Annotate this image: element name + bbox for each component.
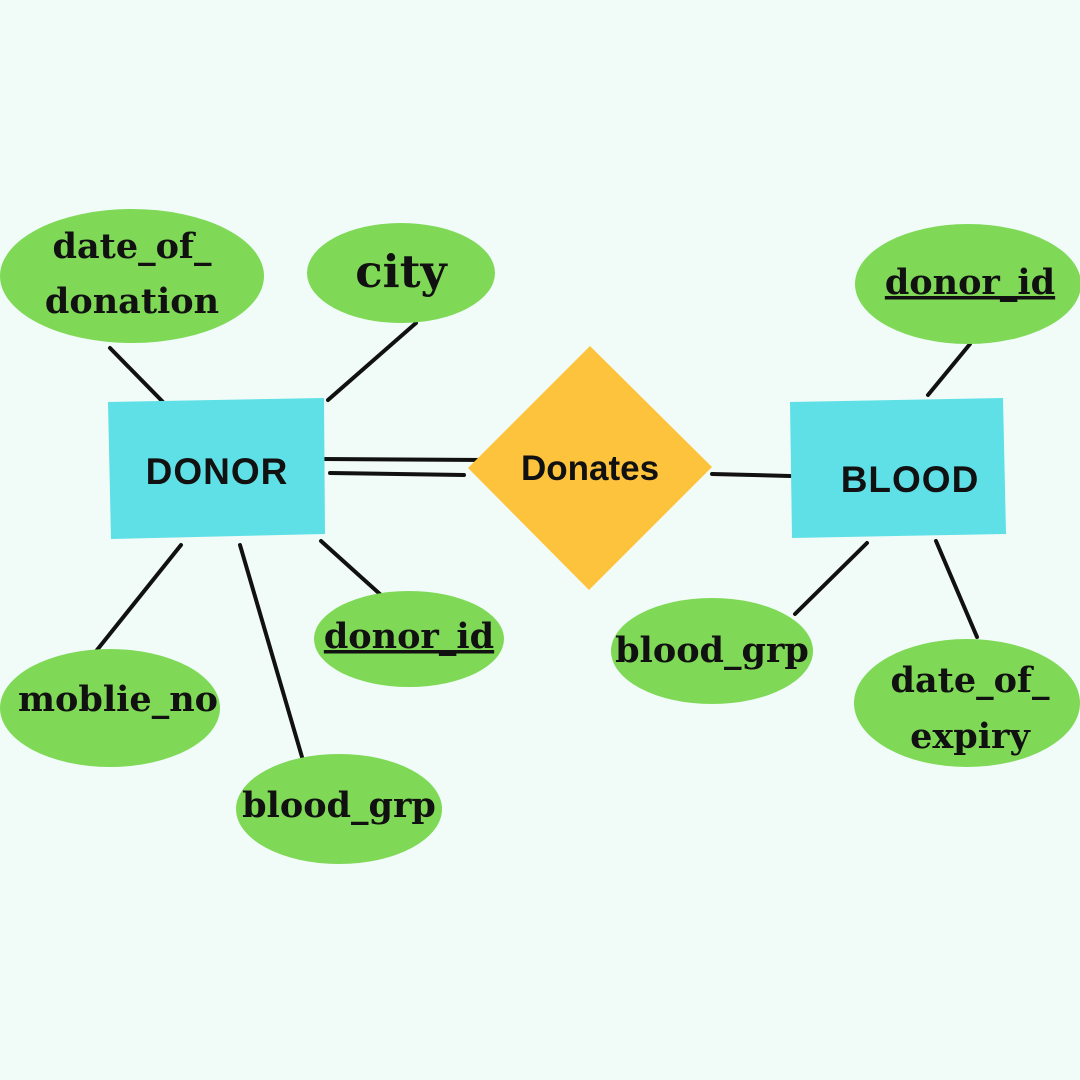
line-blood-donor-id [926,342,972,397]
line-donor-city [326,321,418,402]
attribute-label-key: donor_id [324,616,494,657]
attribute-donor-donor-id: donor_id [314,591,504,687]
attribute-ellipse [314,591,504,687]
line-donates-blood [710,472,792,478]
line-blood-date-of-expiry [934,539,979,639]
line-donor-donates-1 [320,457,487,462]
attribute-ellipse [236,754,442,864]
blood-entity-label: BLOOD [841,459,980,500]
attribute-label-line1: date_of_ [53,226,212,267]
attribute-ellipse [855,224,1080,344]
line-donor-donor-id [319,539,383,597]
attribute-city: city [307,223,495,323]
line-donor-donates-2 [328,471,466,477]
attribute-mobile-no: moblie_no [0,649,220,767]
blood-entity: BLOOD [790,398,1006,538]
attribute-label-line2: expiry [910,716,1031,757]
donates-relationship: Donates [468,346,712,590]
line-blood-blood-grp [793,541,869,616]
attribute-label: moblie_no [18,679,218,720]
attribute-label: city [355,245,448,298]
attribute-blood-blood-grp: blood_grp [611,598,813,704]
donor-entity: DONOR [108,398,325,539]
line-donor-mobile-no [95,543,183,652]
line-donor-blood-grp [238,543,304,759]
attribute-ellipse [307,223,495,323]
attribute-label-line1: date_of_ [891,660,1050,701]
attribute-label-key: donor_id [885,262,1055,303]
attribute-donor-blood-grp: blood_grp [236,754,442,864]
attribute-label-line2: donation [45,281,219,322]
line-donor-date-of-donation [108,346,165,404]
attribute-ellipse [0,649,220,767]
attribute-date-of-expiry: date_of_ expiry [854,639,1080,767]
attribute-blood-donor-id: donor_id [855,224,1080,344]
attribute-date-of-donation: date_of_ donation [0,209,264,343]
attribute-label: blood_grp [242,785,436,826]
connector-lines [95,321,979,759]
attribute-ellipse [854,639,1080,767]
attribute-label: blood_grp [615,630,809,671]
donates-label: Donates [521,449,659,488]
blood-entity-box [790,398,1006,538]
donor-entity-label: DONOR [146,451,289,492]
attribute-ellipse [0,209,264,343]
donor-entity-box [108,398,325,539]
attribute-ellipse [611,598,813,704]
donates-diamond [468,346,712,590]
